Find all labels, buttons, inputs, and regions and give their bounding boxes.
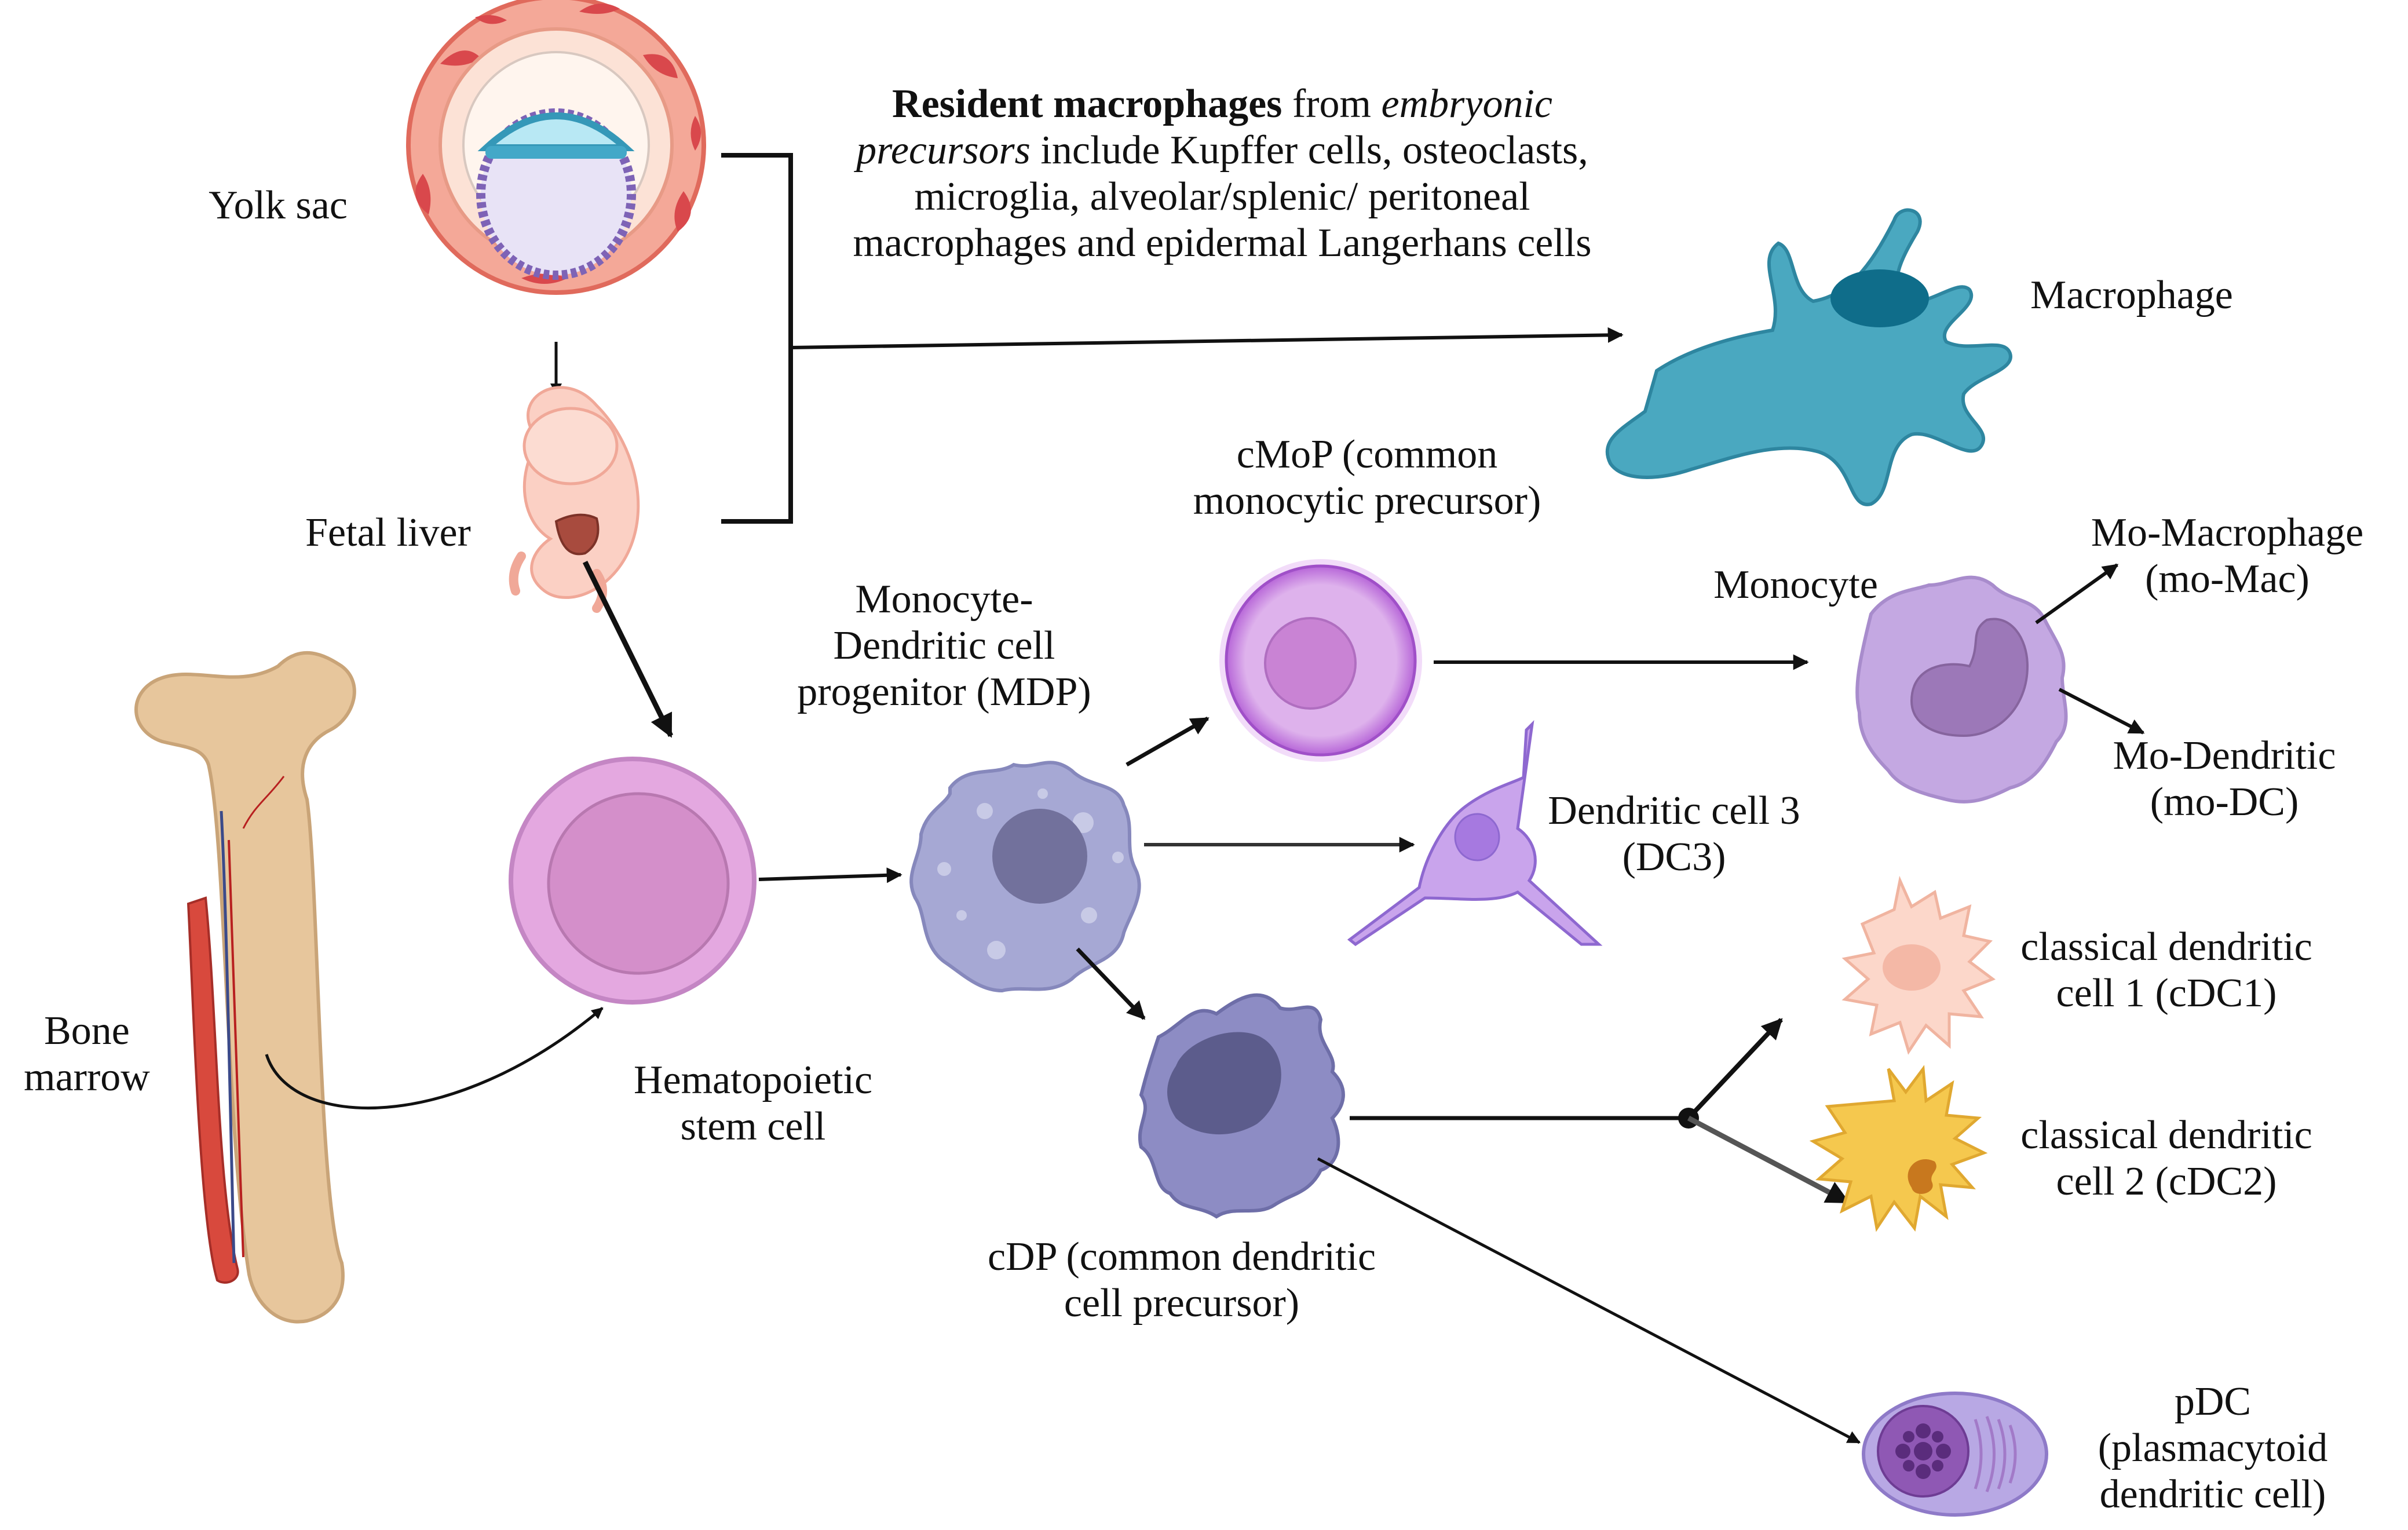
cdc1-label-line2: cell 1 (cDC1): [2056, 971, 2277, 1016]
fetal-liver-icon: [509, 386, 640, 613]
monocyte-to-momac-arrow: [2035, 563, 2119, 625]
mdp-label-line2: Dendritic cell: [833, 623, 1055, 668]
bone-marrow-label: Bone marrow: [0, 1008, 174, 1101]
bone-marrow-label-line2: marrow: [24, 1055, 150, 1100]
fetal-liver-label: Fetal liver: [305, 510, 471, 555]
mo-macrophage-label-line2: (mo-Mac): [2145, 557, 2310, 601]
cdp-to-pdc-arrow: [1317, 1157, 1861, 1444]
cdc1-icon: [1841, 875, 1996, 1055]
pdc-label-line2: (plasmacytoid: [2098, 1426, 2328, 1470]
cmop-icon: [1219, 559, 1422, 762]
monocyte-to-modc-arrow: [2058, 688, 2145, 735]
mo-dendritic-label-line1: Mo-Dendritic: [2113, 733, 2336, 778]
macrophage-icon: [1605, 208, 2012, 506]
embryonic-bracket: [721, 153, 1624, 524]
mdp-icon: [909, 761, 1141, 993]
mo-macrophage-label-line1: Mo-Macrophage: [2091, 510, 2364, 555]
hsc-label: Hematopoietic stem cell: [579, 1057, 927, 1150]
cdc2-label: classical dendritic cell 2 (cDC2): [1975, 1112, 2358, 1205]
mo-dendritic-label-line2: (mo-DC): [2150, 780, 2299, 824]
yolk-sac-label: Yolk sac: [209, 183, 348, 228]
pdc-label-line3: dendritic cell): [2099, 1472, 2326, 1517]
mo-macrophage-label: Mo-Macrophage (mo-Mac): [2051, 510, 2404, 602]
bone-marrow-label-line1: Bone: [44, 1009, 130, 1053]
macrophage-label: Macrophage: [2030, 273, 2233, 317]
cmop-label: cMoP (common monocytic precursor): [1124, 432, 1610, 524]
mdp-label: Monocyte- Dendritic cell progenitor (MDP…: [747, 576, 1141, 715]
monocyte-label: Monocyte: [1713, 563, 1878, 607]
cdc1-label-line1: classical dendritic: [2020, 925, 2312, 969]
dc3-label-line1: Dendritic cell 3: [1548, 788, 1800, 833]
branch-to-cdc1-arrow: [1687, 1018, 1783, 1120]
mdp-label-line1: Monocyte-: [855, 577, 1033, 622]
resident-text-1: from: [1282, 82, 1382, 126]
yolk-sac-icon: [406, 0, 706, 295]
fetal-to-hsc-arrow: [582, 561, 674, 738]
cmop-label-line2: monocytic precursor): [1193, 479, 1541, 523]
resident-macrophages-text: Resident macrophages from embryonic prec…: [811, 81, 1634, 266]
cdp-icon: [1138, 993, 1345, 1219]
dc3-label-line2: (DC3): [1622, 835, 1726, 879]
resident-bold: Resident macrophages: [892, 82, 1282, 126]
hsc-label-line1: Hematopoietic: [633, 1058, 873, 1102]
monocyte-icon: [1855, 575, 2068, 804]
pdc-label: pDC (plasmacytoid dendritic cell): [2062, 1379, 2363, 1518]
pdc-icon: [1862, 1392, 2048, 1517]
cdp-label-line1: cDP (common dendritic: [987, 1235, 1376, 1279]
mdp-to-cdp-arrow: [1076, 947, 1146, 1020]
cdc2-icon: [1809, 1065, 1988, 1232]
hsc-icon: [509, 757, 757, 1005]
resident-italic: embryonic precursors: [856, 82, 1552, 173]
mdp-label-line3: progenitor (MDP): [797, 670, 1091, 714]
cmop-label-line1: cMoP (common: [1236, 432, 1498, 477]
hsc-to-mdp-arrow: [758, 867, 902, 883]
dc3-icon: [1347, 720, 1603, 947]
mo-dendritic-label: Mo-Dendritic (mo-DC): [2068, 733, 2381, 826]
pdc-label-line1: pDC: [2174, 1379, 2252, 1424]
dc3-label: Dendritic cell 3 (DC3): [1506, 788, 1842, 881]
cdc1-label: classical dendritic cell 1 (cDC1): [1975, 924, 2358, 1017]
resident-text-2: include Kupffer cells, osteoclasts, micr…: [853, 128, 1592, 265]
cdp-label: cDP (common dendritic cell precursor): [927, 1234, 1437, 1327]
cdp-label-line2: cell precursor): [1064, 1281, 1300, 1325]
mdp-to-cmop-arrow: [1126, 716, 1210, 767]
cdc2-label-line1: classical dendritic: [2020, 1113, 2312, 1157]
bone-to-hsc-arrow: [265, 1007, 604, 1109]
cdc2-label-line2: cell 2 (cDC2): [2056, 1159, 2277, 1204]
hsc-label-line2: stem cell: [680, 1104, 826, 1149]
branch-to-cdc2-arrow: [1687, 1116, 1850, 1204]
bone-icon: [134, 651, 356, 1324]
